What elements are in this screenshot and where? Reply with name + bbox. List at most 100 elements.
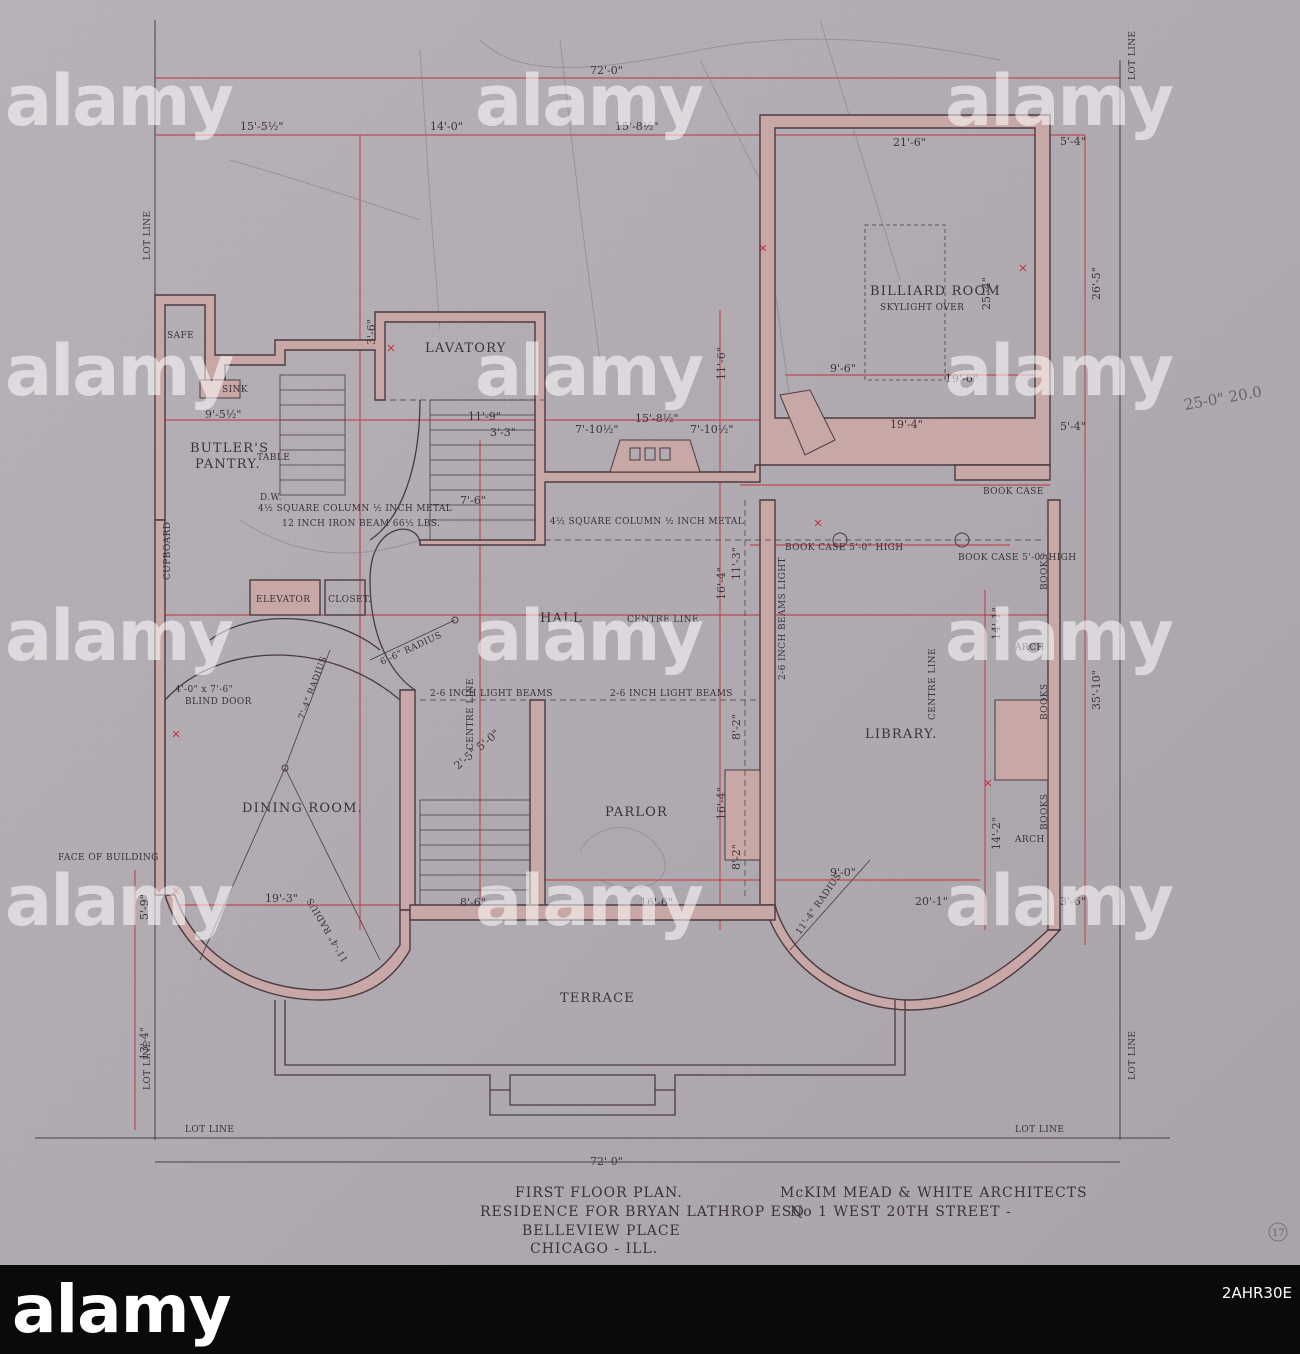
dim-20: 7'-6" xyxy=(460,494,486,507)
centre-line-note-1: CENTRE LINE xyxy=(627,615,699,625)
dim-21: 16'-4" xyxy=(715,567,728,600)
books-label-3: BOOKS xyxy=(1040,794,1050,830)
bookcase-high-note-1: BOOK CASE 5'-0" HIGH xyxy=(785,543,904,553)
dim-6: 26'-5" xyxy=(1090,267,1103,300)
dim-8: 9'-6" xyxy=(830,362,856,375)
books-label-2: BOOKS xyxy=(1040,684,1050,720)
terrace xyxy=(274,1000,906,1116)
iron-beam-note: 12 INCH IRON BEAM 66½ LBS. xyxy=(282,518,440,529)
parlor-label: PARLOR xyxy=(605,805,668,820)
pantry-label: PANTRY. xyxy=(195,457,261,472)
billiard-room-label: BILLIARD ROOM xyxy=(870,284,1001,299)
column-note-2: 4½ SQUARE COLUMN ½ INCH METAL xyxy=(550,516,744,527)
elevator-label: ELEVATOR xyxy=(256,595,310,605)
dim-25: 14'-2" xyxy=(990,817,1003,850)
dim-3: 15'-8½" xyxy=(615,120,658,133)
alamy-logo: alamy xyxy=(12,1271,232,1348)
centre-line-note-2: CENTRE LINE xyxy=(928,648,938,720)
dim-31: 16'-6" xyxy=(640,896,673,909)
dim-33: 20'-1" xyxy=(915,895,948,908)
dim-24: 14'-1" xyxy=(990,607,1003,640)
lot-line-label-left: LOT LINE xyxy=(143,211,153,260)
dining-room-label: DINING ROOM. xyxy=(242,801,363,816)
fixtures xyxy=(199,379,1049,861)
centre-line-note-3: CENTRE LINE xyxy=(466,678,476,750)
dim-12: 11'-6" xyxy=(715,347,728,380)
cupboard-label: CUPBOARD xyxy=(163,522,173,580)
dim-27: 16'-4" xyxy=(715,787,728,820)
skylight-label: SKYLIGHT OVER xyxy=(880,303,964,313)
lot-line-label-left-bottom: LOT LINE xyxy=(143,1041,153,1090)
sheet-number: 17 xyxy=(1272,1228,1285,1239)
books-label-1: BOOKS xyxy=(1040,554,1050,590)
dim-32: 9'-0" xyxy=(830,866,856,879)
hall-curves xyxy=(164,399,421,895)
centre-lines xyxy=(380,399,1045,900)
dim-14: 3'-6" xyxy=(365,319,378,345)
walls xyxy=(154,114,1062,1011)
architects-line-2: No 1 WEST 20TH STREET - xyxy=(790,1204,1012,1220)
dim-30: 8'-6" xyxy=(460,896,486,909)
dim-17: 7'-10½" xyxy=(575,423,618,436)
title-line-4: CHICAGO - ILL. xyxy=(530,1241,658,1257)
dim-15: 11'-9" xyxy=(468,410,501,423)
watermark-banner xyxy=(0,1265,1300,1354)
dim-2: 14'-0" xyxy=(430,120,463,133)
dim-22: 11'-3" xyxy=(730,547,743,580)
image-id: 2AHR30E xyxy=(1221,1284,1292,1302)
red-marks xyxy=(172,244,1027,895)
terrace-label: TERRACE xyxy=(560,991,635,1006)
face-of-building-label: FACE OF BUILDING xyxy=(58,853,159,863)
arch-label-1: ARCH xyxy=(1014,643,1045,653)
dim-28: 8'-2" xyxy=(730,844,743,870)
dim-7: 25'-4" xyxy=(980,277,993,310)
sink-label: SINK xyxy=(222,385,248,395)
lot-line-label-bottom-left: LOT LINE xyxy=(185,1125,234,1135)
dim-18: 15'-8½" xyxy=(635,412,678,425)
dim-36: 3'-6" xyxy=(1060,895,1086,908)
blind-door-note: BLIND DOOR xyxy=(185,697,252,707)
safe-label: SAFE xyxy=(167,331,194,341)
title-line-3: BELLEVIEW PLACE xyxy=(522,1223,681,1239)
blueprint-sheet: LOT LINE LOT LINE LOT LINE LOT LINE LOT … xyxy=(0,0,1300,1265)
dim-5: 5'-4" xyxy=(1060,135,1086,148)
architects-line-1: McKIM MEAD & WHITE ARCHITECTS xyxy=(780,1185,1088,1201)
hall-label: HALL xyxy=(540,611,583,626)
light-beams-note-3: 2-6 INCH BEAMS LIGHT xyxy=(778,557,788,680)
dim-16: 3'-3" xyxy=(490,426,516,439)
title-line-2: RESIDENCE FOR BRYAN LATHROP ESQ xyxy=(480,1204,805,1220)
book-case-label: BOOK CASE xyxy=(983,487,1044,497)
door-note: 4'-0" x 7'-6" xyxy=(175,685,233,695)
dim-11: 5'-4" xyxy=(1060,420,1086,433)
light-beams-note-2: 2-6 INCH LIGHT BEAMS xyxy=(610,689,733,699)
lot-line-label-right-bottom: LOT LINE xyxy=(1128,1031,1138,1080)
dim-13: 9'-5½" xyxy=(205,408,241,421)
stairs xyxy=(279,374,536,906)
dim-1: 15'-5½" xyxy=(240,120,283,133)
dim-9: 19'-6" xyxy=(945,372,978,385)
closet-label: CLOSET. xyxy=(328,595,371,605)
butlers-label: BUTLER'S xyxy=(190,441,269,456)
billiard-table-outline xyxy=(864,224,946,381)
dw-label: D.W. xyxy=(260,493,282,503)
dim-29: 19'-3" xyxy=(265,892,298,905)
column-note-1: 4½ SQUARE COLUMN ½ INCH METAL xyxy=(258,503,452,514)
table-label: TABLE xyxy=(257,453,290,463)
dim-10: 19'-4" xyxy=(890,418,923,431)
lot-line-label-right-top: LOT LINE xyxy=(1128,31,1138,80)
dim-19: 7'-10½" xyxy=(690,423,733,436)
dim-35: 13'-4" xyxy=(138,1027,151,1060)
dim-26: 8'-2" xyxy=(730,714,743,740)
floor-plan-drawing: LOT LINE LOT LINE LOT LINE LOT LINE LOT … xyxy=(0,0,1300,1265)
lot-line-label-bottom-right: LOT LINE xyxy=(1015,1125,1064,1135)
lavatory-label: LAVATORY xyxy=(425,341,506,356)
light-beams-note-1: 2-6 INCH LIGHT BEAMS xyxy=(430,689,553,699)
dim-top-total: 72'-0" xyxy=(590,64,623,77)
bookcase-high-note-2: BOOK CASE 5'-0" HIGH xyxy=(958,553,1077,563)
dim-34: 5'-9" xyxy=(138,894,151,920)
dim-4: 21'-6" xyxy=(893,136,926,149)
radius-lines xyxy=(199,619,871,961)
title-block: FIRST FLOOR PLAN. RESIDENCE FOR BRYAN LA… xyxy=(480,1185,1288,1257)
arch-label-2: ARCH xyxy=(1014,835,1045,845)
